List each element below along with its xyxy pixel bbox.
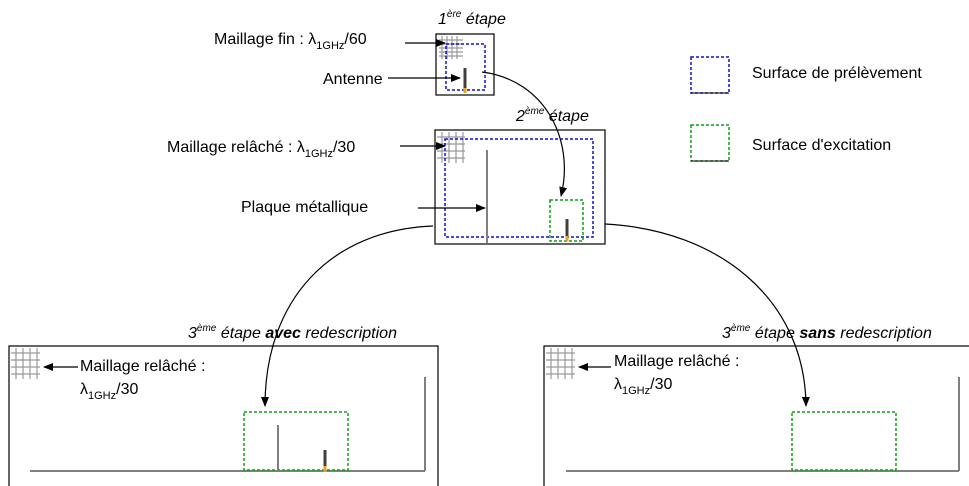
arrow-step2-to-step3b [604, 223, 810, 407]
step3b-excitation-surface [791, 411, 897, 471]
step2-sampling-surface [444, 138, 594, 238]
step1-box [435, 33, 495, 96]
arrow-step2-to-step3a [261, 225, 434, 407]
legend-sampling-label: Surface de prélèvement [752, 65, 922, 82]
legend-excitation-label: Surface d'excitation [752, 137, 891, 154]
metal-plate-label: Plaque métallique [241, 199, 368, 216]
step3a-box [8, 345, 439, 486]
step3a-mesh-label-line2: λ1GHz/30 [80, 381, 138, 402]
step3b-mesh-label-line1: Maillage relâché : [614, 353, 739, 370]
relaxed-mesh-label: Maillage relâché : λ1GHz/30 [167, 139, 355, 160]
legend: Surface de prélèvement Surface d'excitat… [690, 56, 922, 162]
legend-excitation-swatch [690, 124, 730, 162]
step3a-title: 3ème étape avec redescription [188, 323, 397, 342]
step3a-excitation-surface [243, 411, 349, 471]
step2-title: 2ème étape [515, 106, 589, 125]
step1-title: 1ère étape [438, 9, 506, 28]
relaxed-mesh-grid-icon [546, 348, 575, 379]
fine-mesh-label: Maillage fin : λ1GHz/60 [214, 31, 367, 52]
fine-mesh-grid-icon [439, 36, 463, 59]
legend-sampling-swatch [690, 56, 730, 94]
step3b-title: 3ème étape sans redescription [722, 323, 932, 342]
antenna-label: Antenne [323, 71, 383, 88]
step1-sampling-surface [445, 43, 486, 91]
step3b-mesh-label-line2: λ1GHz/30 [614, 376, 672, 397]
step2-box [434, 129, 606, 245]
relaxed-mesh-grid-icon [437, 132, 465, 163]
arrow-step1-to-step2 [481, 71, 568, 197]
step3b-box [543, 345, 969, 486]
relaxed-mesh-grid-icon [11, 348, 40, 379]
step3a-mesh-label-line1: Maillage relâché : [80, 358, 205, 375]
